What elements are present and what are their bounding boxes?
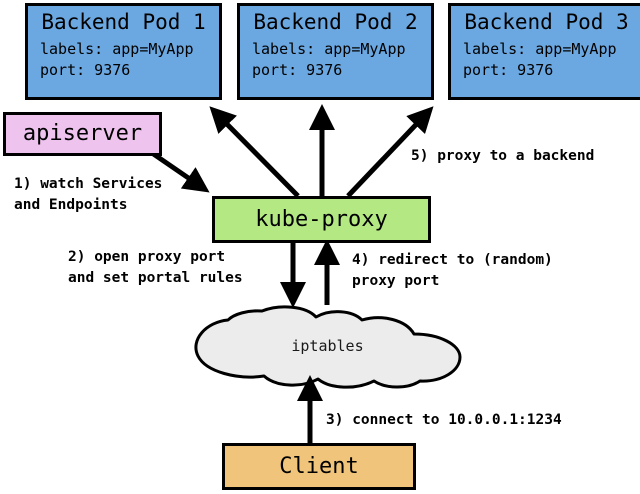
annotation-step-4-line-2: proxy port: [352, 273, 440, 289]
backend-pod-1-box[interactable]: Backend Pod 1 labels: app=MyApp port: 93…: [25, 3, 222, 100]
backend-pod-2-port: port: 9376: [252, 61, 343, 79]
client-label: Client: [279, 453, 359, 479]
backend-pod-2-details: labels: app=MyApp port: 9376: [240, 39, 431, 81]
annotation-step-5: 5) proxy to a backend: [411, 148, 595, 164]
iptables-label: iptables: [291, 337, 364, 355]
backend-pod-2-title: Backend Pod 2: [253, 10, 418, 34]
annotation-step-2-line-1: 2) open proxy port: [68, 249, 226, 265]
annotation-step-2-line-2: and set portal rules: [68, 270, 243, 286]
backend-pod-3-labels: labels: app=MyApp: [463, 40, 617, 58]
backend-pod-3-box[interactable]: Backend Pod 3 labels: app=MyApp port: 93…: [448, 3, 640, 100]
backend-pod-2-box[interactable]: Backend Pod 2 labels: app=MyApp port: 93…: [237, 3, 434, 100]
annotation-step-1-line-2: and Endpoints: [14, 197, 128, 213]
backend-pod-1-title: Backend Pod 1: [41, 10, 206, 34]
client-box[interactable]: Client: [222, 443, 416, 490]
kube-proxy-box[interactable]: kube-proxy: [212, 196, 431, 243]
apiserver-box[interactable]: apiserver: [3, 112, 162, 156]
arrow-kubeproxy-to-pod3: [346, 106, 434, 198]
annotation-step-4-line-1: 4) redirect to (random): [352, 252, 553, 268]
backend-pod-1-port: port: 9376: [40, 61, 131, 79]
kube-proxy-label: kube-proxy: [255, 206, 388, 232]
backend-pod-2-labels: labels: app=MyApp: [252, 40, 406, 58]
backend-pod-3-port: port: 9376: [463, 61, 554, 79]
annotation-step-1-line-1: 1) watch Services: [14, 176, 163, 192]
arrow-kubeproxy-to-pod1: [209, 106, 300, 198]
annotation-step-3: 3) connect to 10.0.0.1:1234: [326, 412, 562, 428]
backend-pod-1-labels: labels: app=MyApp: [40, 40, 194, 58]
backend-pod-3-details: labels: app=MyApp port: 9376: [451, 39, 640, 81]
backend-pod-1-details: labels: app=MyApp port: 9376: [28, 39, 219, 81]
apiserver-label: apiserver: [22, 121, 143, 146]
backend-pod-3-title: Backend Pod 3: [464, 10, 629, 34]
iptables-cloud: [194, 305, 462, 389]
arrow-apiserver-to-kubeproxy: [150, 150, 210, 193]
